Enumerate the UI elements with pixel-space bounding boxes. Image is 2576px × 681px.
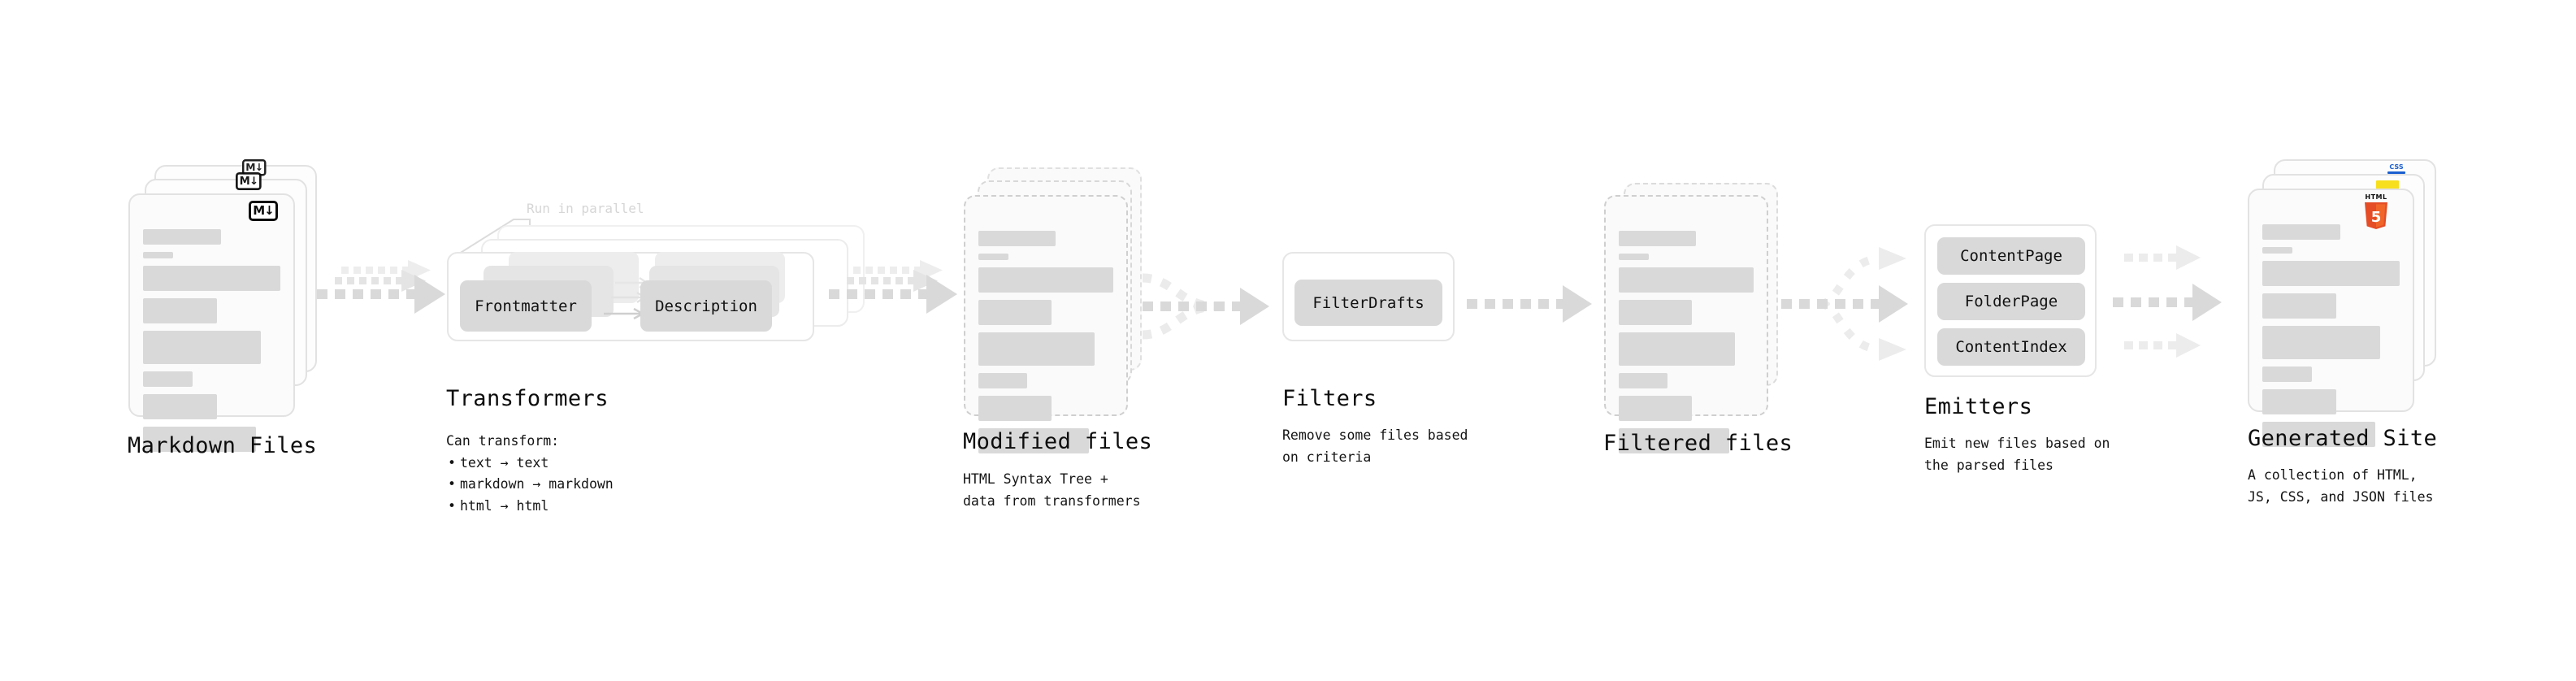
arrow-emitters-to-site <box>2113 245 2222 358</box>
stage-title-markdown-files: Markdown Files <box>128 433 318 458</box>
filter-chip-filterdrafts[interactable]: FilterDrafts <box>1295 280 1442 326</box>
emitter-chip-contentpage[interactable]: ContentPage <box>1937 237 2085 275</box>
skeleton-bar <box>1619 332 1735 366</box>
skeleton-bar <box>978 373 1027 388</box>
skeleton-bar <box>2262 293 2337 319</box>
stage-title-emitters: Emitters <box>1924 394 2033 419</box>
stage-subtitle-filters: Remove some files based on criteria <box>1282 427 1468 465</box>
skeleton-bar-title <box>143 229 222 245</box>
skeleton-bar-sub <box>978 254 1008 260</box>
skeleton-bar <box>978 396 1052 421</box>
filtered-file-card-front <box>1604 195 1768 453</box>
skeleton-bar <box>2262 422 2375 447</box>
stage-title-modified-files: Modified files <box>963 429 1153 454</box>
css-icon-underline <box>2387 171 2405 174</box>
skeleton-bar <box>143 427 256 452</box>
arrow-transformers-to-modified <box>829 260 957 314</box>
skeleton-bar <box>143 331 262 364</box>
skeleton-bar <box>2262 367 2312 382</box>
modified-file-card-front <box>964 195 1128 453</box>
skeleton-bar <box>1619 396 1692 421</box>
arrow-markdown-to-transformers <box>317 260 445 314</box>
html5-icon-number: 5 <box>2371 209 2382 226</box>
stage-subtitle-modified-files: HTML Syntax Tree + data from transformer… <box>963 471 1141 509</box>
skeleton-bar <box>1619 373 1667 388</box>
transformer-chip-frontmatter[interactable]: Frontmatter <box>460 280 592 332</box>
skeleton-bar <box>143 371 193 387</box>
generated-site-skeleton <box>2262 224 2400 447</box>
skeleton-bar <box>978 332 1095 366</box>
skeleton-bar <box>2262 389 2337 414</box>
skeleton-bar <box>1619 267 1754 293</box>
html5-icon: HTML 5 <box>2361 193 2391 229</box>
arrow-filters-to-filtered <box>1467 285 1592 323</box>
generated-site-card-front <box>2248 189 2414 447</box>
stage-subtitle-emitters: Emit new files based on the parsed files <box>1924 436 2110 473</box>
skeleton-bar <box>1619 300 1692 325</box>
emitter-chip-folderpage[interactable]: FolderPage <box>1937 283 2085 320</box>
skeleton-bar <box>978 428 1090 453</box>
markdown-icon-front: M↓ <box>249 201 278 221</box>
emitter-chip-contentindex[interactable]: ContentIndex <box>1937 328 2085 366</box>
transformers-bullet-list: Can transform: text → text markdown → ma… <box>446 431 614 518</box>
bullet-item: html → html <box>448 496 614 518</box>
skeleton-bar-sub <box>143 252 174 258</box>
skeleton-bar-title <box>978 231 1056 246</box>
html5-icon-label: HTML <box>2365 193 2387 201</box>
markdown-icon-back: M↓ <box>242 159 267 176</box>
bullet-item: text → text <box>448 453 614 475</box>
skeleton-bar-sub <box>1619 254 1649 260</box>
skeleton-bar-sub <box>2262 247 2293 254</box>
skeleton-bar <box>143 394 218 419</box>
skeleton-bar <box>143 266 280 291</box>
arrow-filtered-to-emitters <box>1781 247 1908 361</box>
skeleton-bar <box>978 267 1113 293</box>
css-icon: CSS <box>2387 164 2405 174</box>
bullet-item: markdown → markdown <box>448 474 614 496</box>
css-icon-label: CSS <box>2389 163 2404 171</box>
markdown-file-skeleton <box>143 229 280 452</box>
html5-shield-shape: 5 <box>2365 202 2387 229</box>
stage-title-filtered-files: Filtered files <box>1603 431 1793 456</box>
skeleton-bar <box>2262 326 2381 359</box>
transformer-chip-description[interactable]: Description <box>640 280 772 332</box>
markdown-icon-mid: M↓ <box>236 172 262 190</box>
skeleton-bar-title <box>1619 231 1696 246</box>
skeleton-bar-title <box>2262 224 2341 240</box>
modified-file-skeleton <box>978 231 1113 453</box>
arrow-modified-to-filters <box>1142 273 1269 340</box>
stage-title-generated-site: Generated Site <box>2248 426 2438 451</box>
skeleton-bar <box>1619 428 1730 453</box>
skeleton-bar <box>978 300 1052 325</box>
filtered-file-skeleton <box>1619 231 1754 453</box>
run-in-parallel-annotation: Run in parallel <box>527 201 644 216</box>
stage-title-transformers: Transformers <box>446 386 609 411</box>
transformers-bullets: text → text markdown → markdown html → h… <box>446 453 614 518</box>
skeleton-bar <box>2262 261 2400 286</box>
skeleton-bar <box>143 298 218 323</box>
transformers-bullets-lead: Can transform: <box>446 433 560 449</box>
stage-subtitle-generated-site: A collection of HTML, JS, CSS, and JSON … <box>2248 467 2434 505</box>
markdown-file-card-front <box>128 193 295 452</box>
stage-title-filters: Filters <box>1282 386 1377 411</box>
